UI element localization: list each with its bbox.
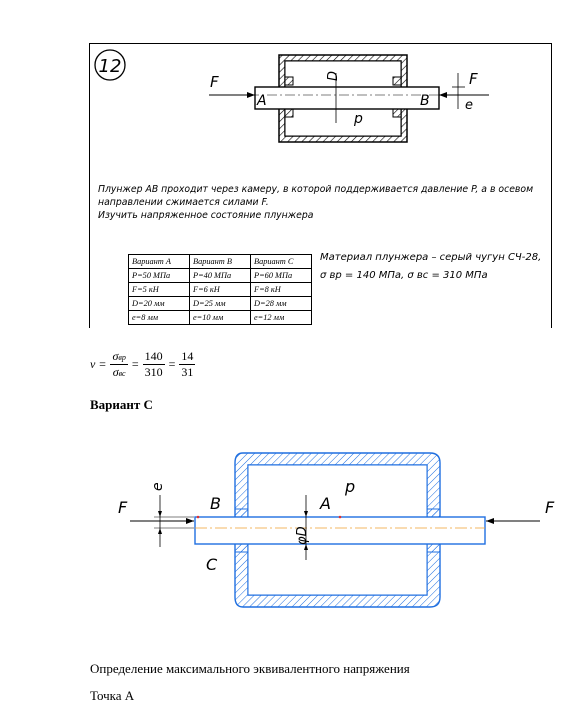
table-cell: D=28 мм bbox=[250, 296, 312, 311]
point-label-c: C bbox=[206, 555, 218, 574]
material-line-2: σ вр = 140 МПа, σ вс = 310 МПа bbox=[320, 270, 488, 281]
table-cell: e=8 мм bbox=[128, 310, 190, 325]
task-line-3: Изучить напряженное состояние плунжера bbox=[98, 210, 314, 221]
denominator-simplified: 31 bbox=[181, 364, 194, 379]
task-line-1: Плунжер AB проходит через камеру, в кото… bbox=[98, 184, 534, 195]
material-line-1: Материал плунжера – серый чугун СЧ-28, bbox=[320, 252, 542, 263]
seal bbox=[234, 543, 249, 553]
seal bbox=[426, 508, 441, 518]
numerator-symbol: σ bbox=[112, 348, 119, 363]
force-label-left: F bbox=[118, 498, 128, 517]
task-number-circle bbox=[94, 49, 126, 81]
diameter-label: D bbox=[326, 71, 341, 81]
ratio-formula: ν = σвр σвс = 140 310 = 14 31 bbox=[90, 344, 196, 384]
table-cell: P=40 МПа bbox=[189, 268, 251, 283]
equals-sign: = bbox=[131, 356, 139, 371]
diameter-label: φD bbox=[295, 526, 310, 545]
eccentricity-label: e bbox=[465, 98, 473, 113]
denominator-symbol: σ bbox=[112, 364, 119, 379]
pressure-label: p bbox=[353, 111, 363, 127]
seal bbox=[284, 108, 294, 118]
numerator-subscript: вр bbox=[118, 352, 126, 362]
table-row: e=8 мм e=10 мм e=12 мм bbox=[128, 310, 312, 325]
table-header-row: Вариант A Вариант B Вариант C bbox=[128, 254, 312, 269]
point-label-b: B bbox=[210, 494, 221, 513]
table-header-cell: Вариант A bbox=[128, 254, 190, 269]
table-header-cell: Вариант B bbox=[189, 254, 251, 269]
point-b-marker bbox=[196, 515, 200, 519]
plunger-rod bbox=[194, 516, 486, 545]
variants-table: Вариант A Вариант B Вариант C P=50 МПа P… bbox=[128, 254, 312, 325]
task-number: 12 bbox=[99, 56, 122, 77]
formula-lhs: ν = bbox=[90, 356, 107, 371]
point-a-marker bbox=[338, 515, 342, 519]
pressure-label: p bbox=[344, 477, 355, 496]
plunger-diagram: 12 F F A B D p e bbox=[94, 49, 489, 143]
variant-heading: Вариант С bbox=[90, 397, 153, 412]
fraction-numbers: 140 310 bbox=[142, 348, 165, 380]
point-heading: Точка А bbox=[90, 688, 135, 703]
table-cell: P=50 МПа bbox=[128, 268, 190, 283]
seal bbox=[284, 76, 294, 86]
force-label-right: F bbox=[545, 498, 555, 517]
table-cell: e=10 мм bbox=[189, 310, 251, 325]
table-cell: F=8 кН bbox=[250, 282, 312, 297]
table-cell: F=5 кН bbox=[128, 282, 190, 297]
fraction-simplified: 14 31 bbox=[179, 348, 196, 380]
task-line-2: направлении сжимается силами F. bbox=[98, 197, 269, 208]
numerator-value: 140 bbox=[142, 348, 165, 365]
equals-sign: = bbox=[168, 356, 176, 371]
table-row: P=50 МПа P=40 МПа P=60 МПа bbox=[128, 268, 312, 283]
material-info: Материал плунжера – серый чугун СЧ-28, σ… bbox=[320, 249, 541, 285]
point-label-a: A bbox=[319, 494, 331, 513]
force-label-left: F bbox=[210, 73, 219, 91]
seal bbox=[234, 508, 249, 518]
section-heading: Определение максимального эквивалентного… bbox=[90, 661, 410, 676]
table-cell: F=6 кН bbox=[189, 282, 251, 297]
table-cell: D=20 мм bbox=[128, 296, 190, 311]
seal bbox=[392, 108, 402, 118]
table-row: D=20 мм D=25 мм D=28 мм bbox=[128, 296, 312, 311]
force-label-right: F bbox=[469, 70, 478, 88]
denominator-subscript: вс bbox=[118, 368, 126, 378]
plunger-rod bbox=[254, 86, 440, 110]
table-cell: P=60 МПа bbox=[250, 268, 312, 283]
table-cell: e=12 мм bbox=[250, 310, 312, 325]
numerator-simplified: 14 bbox=[179, 348, 196, 365]
seal bbox=[392, 76, 402, 86]
eccentricity-label: e bbox=[150, 482, 166, 491]
denominator-value: 310 bbox=[144, 364, 163, 379]
point-label-b: B bbox=[420, 93, 430, 109]
fraction-sigma: σвр σвс bbox=[110, 348, 128, 380]
table-cell: D=25 мм bbox=[189, 296, 251, 311]
seal bbox=[426, 543, 441, 553]
task-description: Плунжер AB проходит через камеру, в кото… bbox=[98, 183, 543, 222]
table-row: F=5 кН F=6 кН F=8 кН bbox=[128, 282, 312, 297]
variant-c-diagram: F F e B A p C φD bbox=[118, 452, 555, 608]
task-card bbox=[89, 43, 552, 328]
table-header-cell: Вариант C bbox=[250, 254, 312, 269]
point-label-a: A bbox=[256, 93, 267, 109]
